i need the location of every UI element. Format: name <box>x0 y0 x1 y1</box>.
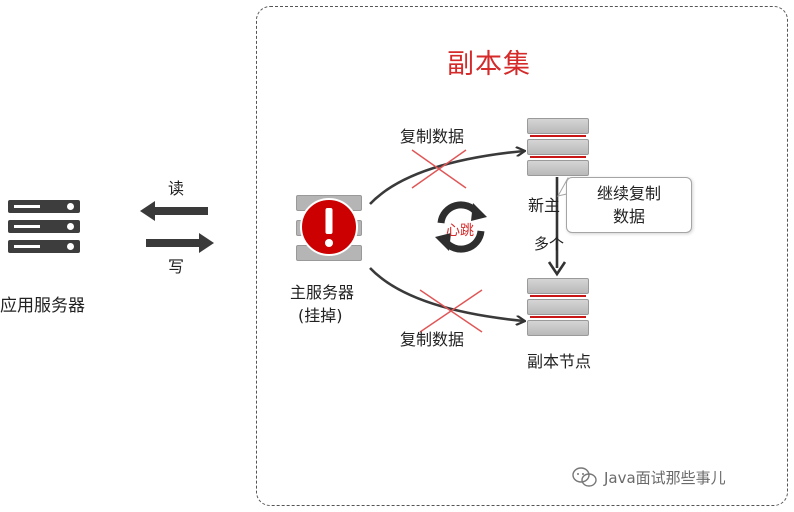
heartbeat-label: 心跳 <box>446 223 474 239</box>
read-write-arrows-icon <box>140 201 214 253</box>
callout-line-2: 数据 <box>612 207 645 226</box>
callout-line-1: 继续复制 <box>596 184 661 203</box>
sync-icon <box>435 201 487 253</box>
read-label: 读 <box>168 179 185 198</box>
write-label: 写 <box>168 257 185 276</box>
watermark: Java面试那些事儿 <box>604 469 726 487</box>
wechat-icon <box>572 467 597 487</box>
replica-set-boundary <box>256 6 788 506</box>
master-status: (挂掉) <box>298 306 343 325</box>
app-server-icon <box>8 200 80 255</box>
new-master-node-icon <box>527 118 589 178</box>
new-master-label: 新主 <box>528 196 561 215</box>
master-label: 主服务器 <box>290 283 355 302</box>
replica-node-label: 副本节点 <box>527 352 592 371</box>
multiple-label: 多个 <box>534 235 565 253</box>
error-icon <box>300 198 358 256</box>
replicate-bottom-label: 复制数据 <box>400 330 465 349</box>
replica-set-title: 副本集 <box>447 49 531 80</box>
replica-nodes-icon <box>527 278 589 340</box>
app-server-label: 应用服务器 <box>0 296 85 316</box>
callout-bubble: 继续复制 数据 <box>566 177 692 233</box>
replicate-top-label: 复制数据 <box>400 127 465 146</box>
